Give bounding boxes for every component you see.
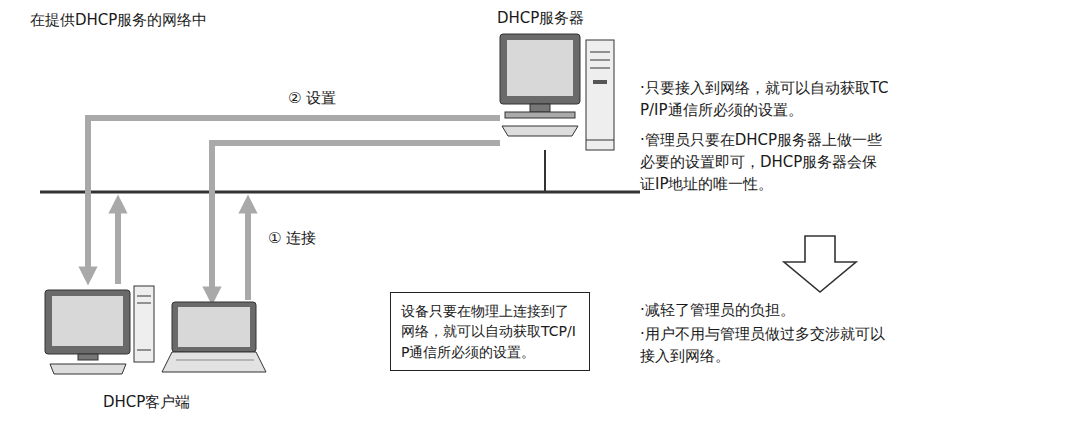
result-note: ·用户不用与管理员做过多交涉就可以接入到网络。 (640, 324, 890, 368)
setting-line (212, 143, 500, 296)
connect-arrow (115, 204, 121, 284)
note-box: 设备只要在物理上连接到了网络，就可以自动获取TCP/IP通信所必须的设置。 (390, 292, 590, 371)
connect-arrow (245, 204, 251, 300)
result-arrow (784, 236, 856, 292)
diagram-title: 在提供DHCP服务的网络中 (30, 10, 207, 32)
note-text: 设备只要在物理上连接到了网络，就可以自动获取TCP/IP通信所必须的设置。 (401, 301, 579, 362)
benefit-note: ·管理员只要在DHCP服务器上做一些必要的设置即可，DHCP服务器会保证IP地址… (640, 130, 890, 195)
server-label: DHCP服务器 (497, 8, 584, 30)
server-drop (544, 150, 546, 192)
benefit-note: ·只要接入到网络，就可以自动获取TCP/IP通信所必须的设置。 (640, 78, 890, 122)
step-label: ② 设置 (288, 88, 336, 110)
result-note: ·减轻了管理员的负担。 (640, 300, 890, 322)
desktop-client (45, 286, 154, 374)
server-computer (500, 34, 614, 150)
step-label: ① 连接 (268, 228, 316, 250)
network-bus (40, 191, 640, 194)
laptop-client (162, 302, 266, 372)
client-label: DHCP客户端 (103, 392, 190, 414)
